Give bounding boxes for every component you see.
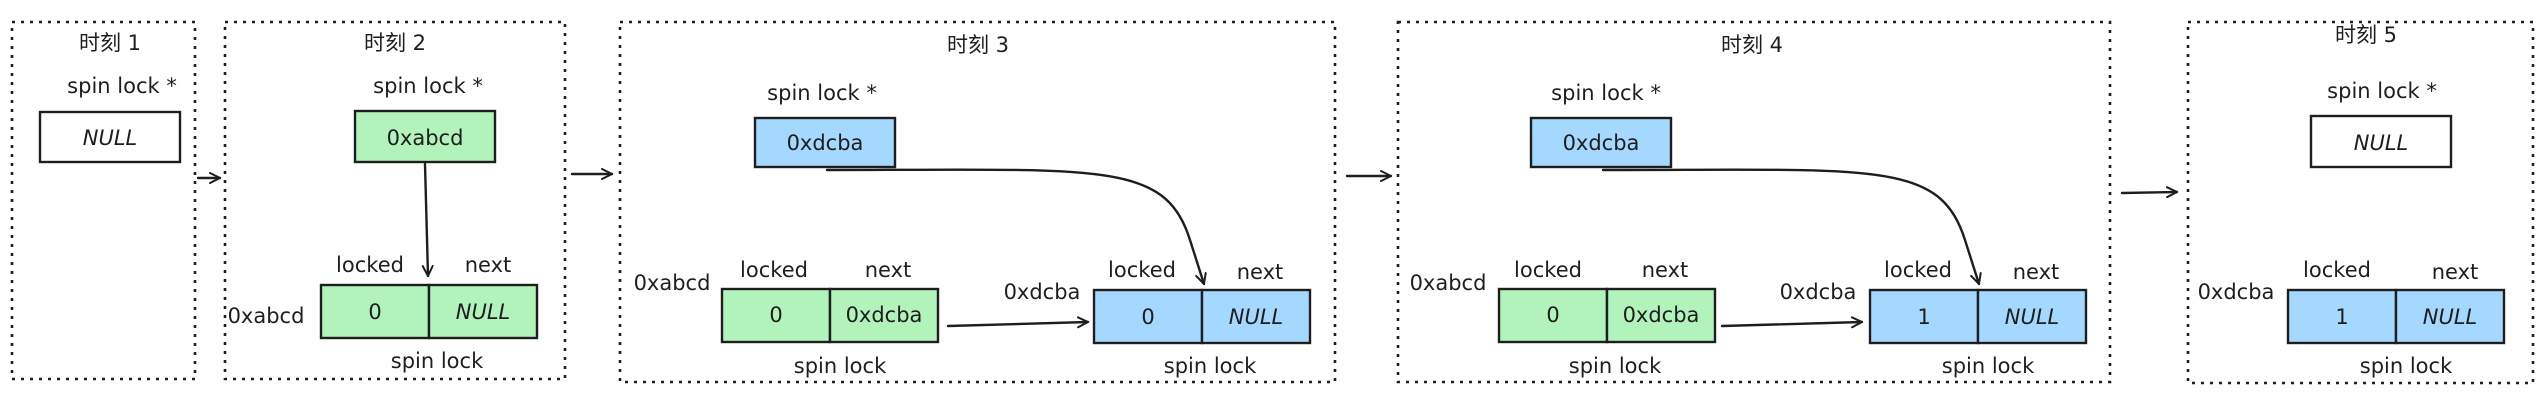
frame-4-border — [1396, 20, 2112, 384]
frame-3-node-1-struct-label: spin lock — [794, 354, 887, 378]
frame-5: 时刻 5 spin lock * NULL 0xdcba locked next… — [2186, 20, 2535, 385]
frame-3-pointer-value: 0xdcba — [787, 131, 864, 155]
frame-3-next-link-arrow — [946, 316, 1090, 329]
frame-2-locked-value: 0 — [368, 300, 381, 324]
frame-2-next-cell — [427, 283, 539, 340]
frame-2-title: 时刻 2 — [364, 31, 426, 55]
frame-5-border — [2186, 20, 2535, 385]
frame-2-next-value: NULL — [456, 300, 510, 324]
frame-3-node-2-address: 0xdcba — [1004, 280, 1081, 304]
frame-5-next-value: NULL — [2423, 305, 2477, 329]
frame-3-node-2-locked-label: locked — [1108, 258, 1176, 282]
frame-4-node-1-address: 0xabcd — [1410, 271, 1487, 295]
frame-5-pointer-label: spin lock * — [2327, 79, 2437, 103]
frame-2-node-address: 0xabcd — [228, 304, 305, 328]
frame-4-node-2-locked-label: locked — [1884, 258, 1952, 282]
frame-3-node-1-next-value: 0xdcba — [846, 303, 923, 327]
frame-4: 时刻 4 spin lock * 0xdcba 0xabcd locked ne… — [1396, 20, 2112, 384]
frame-2-struct-label: spin lock — [391, 349, 484, 373]
frame-4-next-link-arrow — [1720, 316, 1864, 329]
frame-3: 时刻 3 spin lock * 0xdcba 0xabcd locked ne… — [618, 20, 1337, 384]
frame-5-title: 时刻 5 — [2335, 23, 2397, 47]
frame-3-pointer-label: spin lock * — [767, 81, 877, 105]
frame-3-node-1-next-label: next — [865, 258, 912, 282]
frame-2-pointer-arrow — [421, 162, 434, 278]
frame-2-border — [223, 20, 567, 381]
frame-4-node-1-locked-cell — [1497, 287, 1609, 344]
frame-5-pointer-box — [2309, 114, 2453, 169]
frame-2-pointer-value: 0xabcd — [387, 126, 464, 150]
frame-4-pointer-arrow — [1601, 168, 1982, 286]
frame-4-node-1-locked-label: locked — [1514, 258, 1582, 282]
frame-5-struct-label: spin lock — [2360, 354, 2453, 378]
frame-4-node-2-next-label: next — [2013, 260, 2060, 284]
frame-4-node-2-address: 0xdcba — [1780, 280, 1857, 304]
frame-2-pointer-box — [353, 109, 497, 164]
frame-1-pointer-value: NULL — [83, 126, 137, 150]
frame-4-node-1-next-cell — [1605, 287, 1717, 344]
frame-1-border — [10, 20, 197, 381]
frame-3-border — [618, 20, 1337, 384]
frame-3-node-2-struct-label: spin lock — [1164, 354, 1257, 378]
frame-5-next-label: next — [2432, 260, 2479, 284]
frame-4-node-1-next-label: next — [1642, 258, 1689, 282]
frame-3-node-1-locked-value: 0 — [769, 303, 782, 327]
frame-4-pointer-box — [1529, 116, 1673, 169]
frame-4-node-2-next-cell — [1976, 288, 2088, 345]
frame-5-locked-label: locked — [2303, 258, 2371, 282]
frame-4-node-1-locked-value: 0 — [1546, 303, 1559, 327]
frame-3-node-2-locked-value: 0 — [1141, 305, 1154, 329]
frame-3-pointer-box — [753, 116, 897, 169]
frame-2-locked-label: locked — [336, 253, 404, 277]
frame-1-pointer-label: spin lock * — [67, 74, 177, 98]
frame-4-node-1-struct-label: spin lock — [1569, 354, 1662, 378]
frame-5-locked-value: 1 — [2335, 305, 2348, 329]
frame-5-node-address: 0xdcba — [2198, 280, 2275, 304]
frame-2: 时刻 2 spin lock * 0xabcd locked next 0xab… — [223, 20, 567, 381]
frame-3-node-2-locked-cell — [1092, 288, 1204, 345]
frame-4-pointer-label: spin lock * — [1551, 81, 1661, 105]
frame-2-next-label: next — [465, 253, 512, 277]
frame-1: 时刻 1 spin lock * NULL — [10, 20, 197, 381]
frame-5-pointer-value: NULL — [2354, 131, 2408, 155]
frame-3-pointer-arrow — [825, 168, 1207, 286]
frame-5-next-cell — [2394, 288, 2506, 345]
frame-4-node-1-next-value: 0xdcba — [1623, 303, 1700, 327]
frame-3-node-1-next-cell — [828, 287, 940, 344]
frame-3-node-1-locked-label: locked — [740, 258, 808, 282]
frame-1-pointer-box — [38, 110, 182, 164]
transition-arrow-4-5 — [2120, 186, 2179, 199]
frame-4-node-2-locked-cell — [1868, 288, 1980, 345]
frame-3-node-2-next-value: NULL — [1229, 305, 1283, 329]
frame-4-node-2-struct-label: spin lock — [1942, 354, 2035, 378]
frame-3-node-2-next-label: next — [1237, 260, 1284, 284]
frame-4-node-2-locked-value: 1 — [1917, 305, 1930, 329]
frame-4-pointer-value: 0xdcba — [1563, 131, 1640, 155]
frame-4-node-2-next-value: NULL — [2005, 305, 2059, 329]
frame-3-node-1-address: 0xabcd — [634, 271, 711, 295]
frame-3-title: 时刻 3 — [947, 33, 1009, 57]
frame-2-locked-cell — [319, 283, 431, 340]
frame-2-pointer-label: spin lock * — [373, 74, 483, 98]
frame-4-title: 时刻 4 — [1721, 33, 1783, 57]
frame-1-title: 时刻 1 — [79, 31, 141, 55]
frame-3-node-2-next-cell — [1200, 288, 1312, 345]
